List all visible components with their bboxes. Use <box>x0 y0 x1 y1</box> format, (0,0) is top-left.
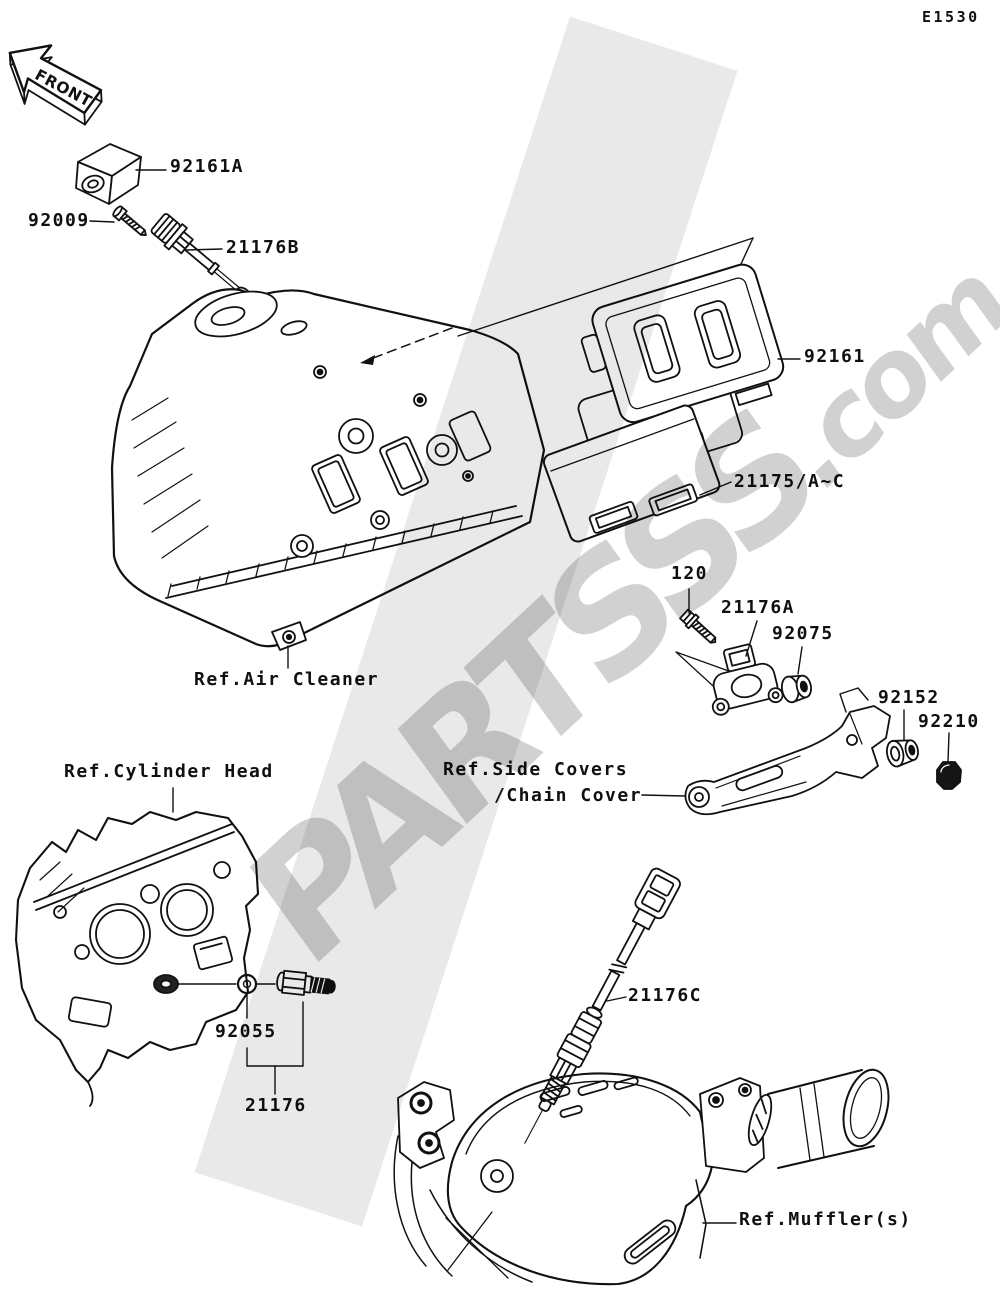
part-label-21175: 21175/A~C <box>734 471 846 492</box>
leader-lines <box>89 169 950 1224</box>
nut-92210-drawing <box>936 761 962 790</box>
part-label-92075: 92075 <box>772 623 834 644</box>
front-arrow: FRONT <box>8 44 103 126</box>
cylinder-head-drawing <box>14 810 260 1107</box>
part-label-120: 120 <box>671 563 709 584</box>
ecu-21175-drawing <box>542 404 721 543</box>
page-code: E1530 <box>922 8 980 26</box>
ref-label-chain-cover: /Chain Cover <box>494 785 643 806</box>
bolt-120-drawing <box>679 608 717 644</box>
damper-92075-drawing <box>780 674 812 704</box>
part-label-92009: 92009 <box>28 210 90 231</box>
muffler-drawing <box>393 1068 890 1286</box>
part-label-21176b: 21176B <box>226 237 301 258</box>
position-sensor-21176a-drawing <box>675 643 784 716</box>
part-label-92210: 92210 <box>918 711 980 732</box>
screw-92009-drawing <box>112 205 147 236</box>
ref-label-cylinder-head: Ref.Cylinder Head <box>64 761 274 782</box>
collar-92152-drawing <box>885 739 919 768</box>
part-label-92055: 92055 <box>215 1021 277 1042</box>
ref-label-air-cleaner: Ref.Air Cleaner <box>194 669 380 690</box>
side-cover-bracket-drawing <box>684 687 891 816</box>
ref-label-muffler: Ref.Muffler(s) <box>739 1209 912 1230</box>
part-label-21176: 21176 <box>245 1095 307 1116</box>
water-temp-sensor-21176-drawing <box>276 969 336 996</box>
ref-label-side-covers: Ref.Side Covers <box>443 759 629 780</box>
part-label-21176a: 21176A <box>721 597 796 618</box>
part-label-92161: 92161 <box>804 346 866 367</box>
damper-92161a-drawing <box>75 143 142 205</box>
part-label-92152: 92152 <box>878 687 940 708</box>
part-label-92161a: 92161A <box>170 156 245 177</box>
part-label-21176c: 21176C <box>628 985 703 1006</box>
oxygen-sensor-21176c-drawing <box>524 867 681 1144</box>
oring-92055-drawing <box>236 973 258 995</box>
air-cleaner-drawing <box>110 288 546 651</box>
